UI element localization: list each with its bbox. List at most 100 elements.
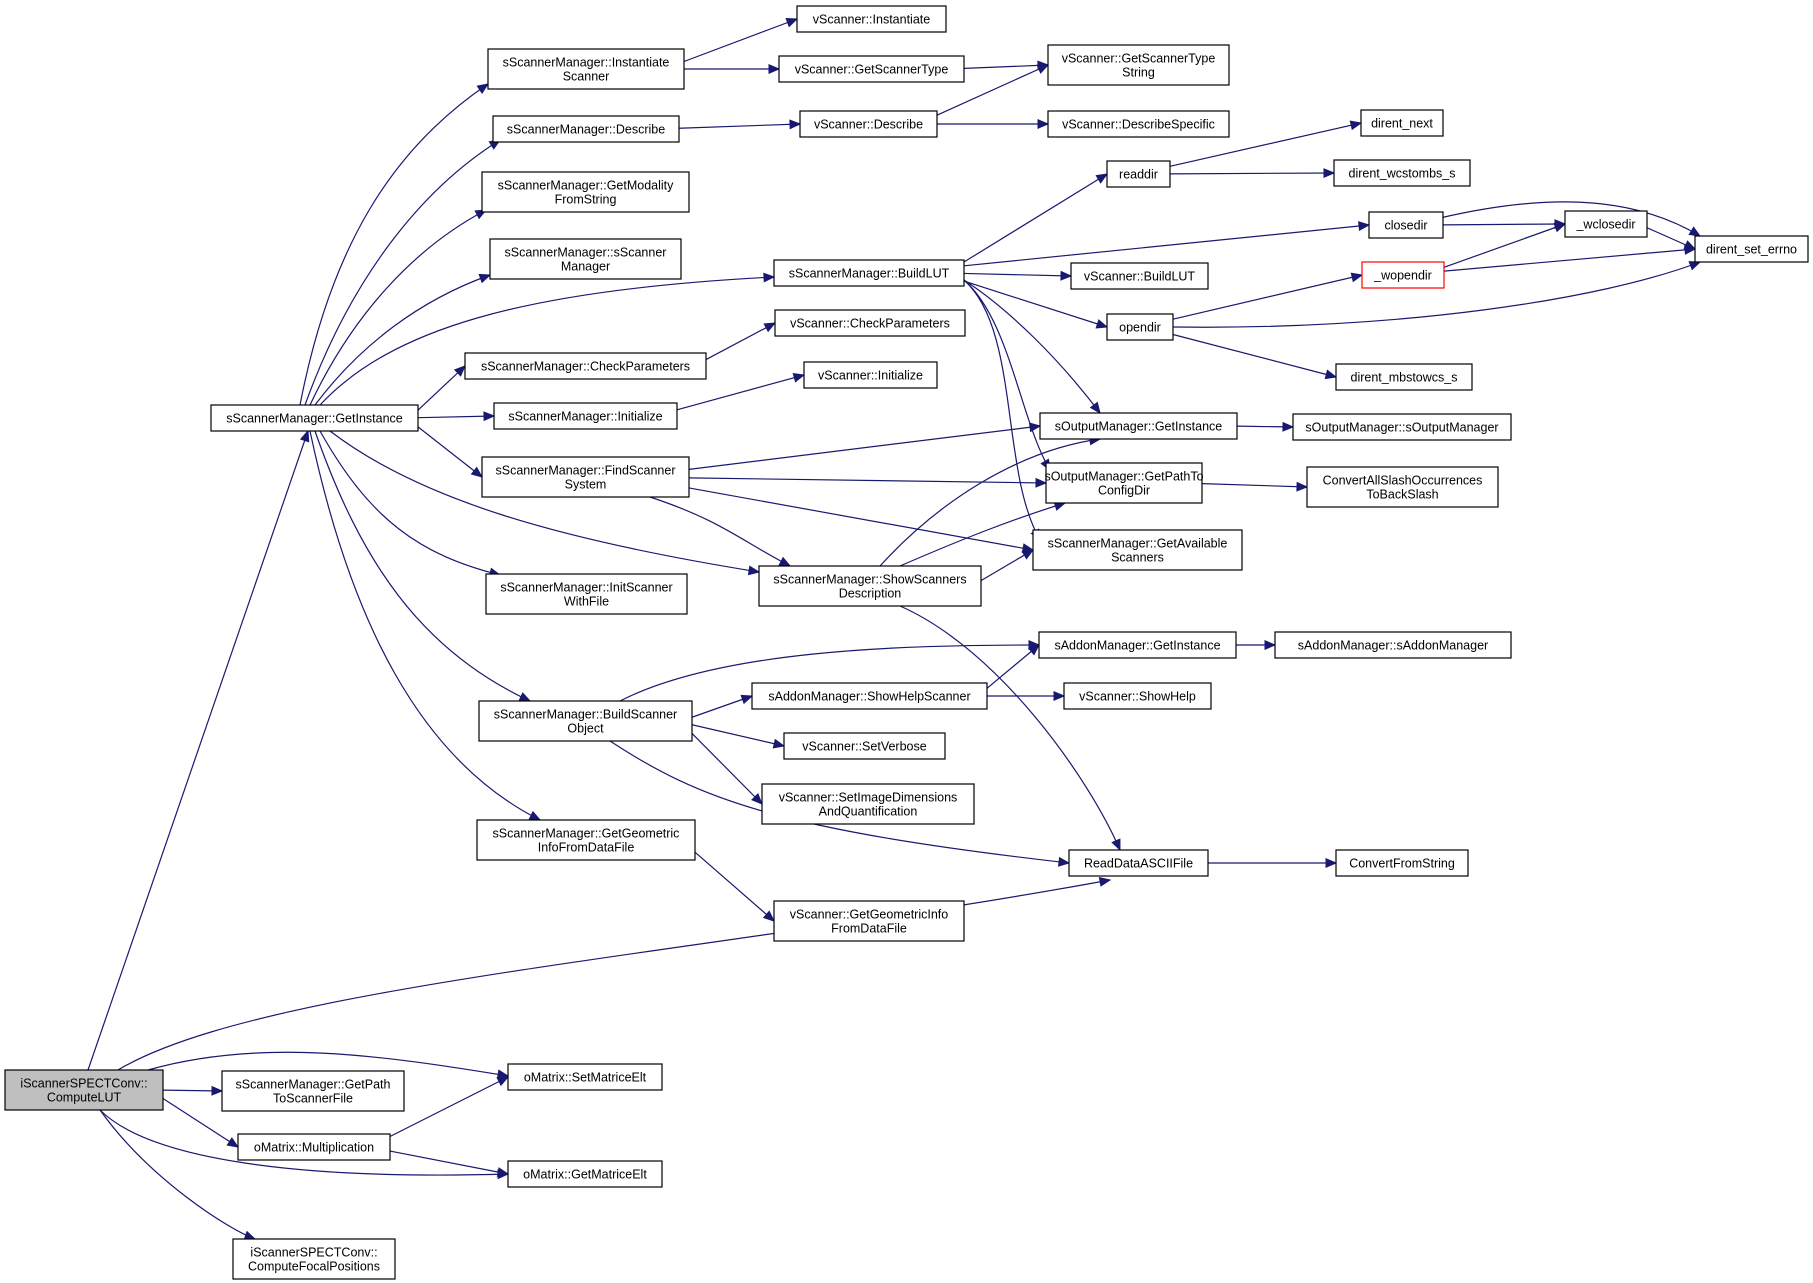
- node-vs-showhelp[interactable]: vScanner::ShowHelp: [1063, 682, 1212, 710]
- node-omgr-getinstance[interactable]: sOutputManager::GetInstance: [1039, 412, 1238, 440]
- node-wclosedir[interactable]: _wclosedir: [1564, 210, 1648, 238]
- node-vs-instantiate[interactable]: vScanner::Instantiate: [796, 5, 947, 33]
- edge-vs_describe-to-vs_getscannertypestring: [936, 64, 1050, 116]
- edge-arrowhead: [1350, 272, 1364, 283]
- node-om-setelt[interactable]: oMatrix::SetMatriceElt: [507, 1063, 663, 1091]
- edge-line: [963, 280, 1108, 328]
- edge-arrowhead: [1036, 64, 1050, 74]
- edge-vs_describe-to-vs_describespecific: [937, 119, 1050, 129]
- node-root[interactable]: iScannerSPECTConv::ComputeLUT: [4, 1069, 164, 1111]
- edge-omgr_getpath-to-convert_slash: [1201, 481, 1309, 492]
- edge-line: [1169, 122, 1362, 167]
- node-smgr-checkparams[interactable]: sScannerManager::CheckParameters: [464, 352, 707, 380]
- edge-arrowhead: [528, 810, 542, 821]
- edge-smgr_getinstance-to-smgr_ctor: [314, 273, 492, 406]
- node-vs-setverbose[interactable]: vScanner::SetVerbose: [783, 732, 946, 760]
- node-vs-checkparams[interactable]: vScanner::CheckParameters: [774, 309, 966, 337]
- node-dirent-mbstowcs[interactable]: dirent_mbstowcs_s: [1335, 363, 1473, 391]
- node-label: ConvertAllSlashOccurrences: [1323, 474, 1483, 488]
- node-label: vScanner::Instantiate: [813, 13, 930, 27]
- edge-line: [705, 322, 776, 361]
- node-vs-buildlut[interactable]: vScanner::BuildLUT: [1070, 262, 1209, 290]
- node-readdataascii[interactable]: ReadDataASCIIFile: [1068, 849, 1209, 877]
- node-label: ComputeFocalPositions: [248, 1260, 380, 1274]
- edge-line: [1201, 483, 1308, 488]
- edge-arrowhead: [785, 18, 799, 28]
- node-om-getelt[interactable]: oMatrix::GetMatriceElt: [507, 1160, 663, 1188]
- edge-line: [389, 1150, 509, 1175]
- node-box: [761, 783, 975, 825]
- node-dirent-wcstombs[interactable]: dirent_wcstombs_s: [1333, 159, 1471, 187]
- node-box: [487, 48, 685, 90]
- edge-smgr_initialize-to-vs_initialize: [676, 373, 806, 411]
- node-omgr-ctor[interactable]: sOutputManager::sOutputManager: [1292, 413, 1512, 441]
- edge-smgr_buildlut-to-omgr_getinstance: [963, 279, 1101, 415]
- edges-layer: [87, 18, 1702, 1241]
- node-vs-initialize[interactable]: vScanner::Initialize: [803, 361, 938, 389]
- node-smgr-initialize[interactable]: sScannerManager::Initialize: [493, 402, 678, 430]
- edge-amgr_showhelp-to-vs_showhelp: [987, 691, 1066, 701]
- node-smgr-getgeometric[interactable]: sScannerManager::GetGeometricInfoFromDat…: [476, 819, 696, 861]
- node-box: [485, 573, 688, 615]
- edge-line: [314, 274, 491, 406]
- edge-arrowhead: [1037, 119, 1050, 129]
- edge-arrowhead: [1358, 221, 1371, 231]
- node-om-mult[interactable]: oMatrix::Multiplication: [237, 1133, 391, 1161]
- node-dirent-set-errno[interactable]: dirent_set_errno: [1694, 235, 1809, 263]
- node-smgr-buildlut[interactable]: sScannerManager::BuildLUT: [773, 259, 965, 287]
- edge-line: [963, 224, 1370, 267]
- node-label: ToScannerFile: [273, 1092, 353, 1106]
- edge-arrowhead: [1688, 261, 1702, 271]
- node-convertfromstring[interactable]: ConvertFromString: [1335, 849, 1469, 877]
- node-box: [758, 565, 982, 607]
- node-box: [778, 55, 965, 83]
- node-box: [773, 900, 965, 942]
- node-smgr-describe[interactable]: sScannerManager::Describe: [492, 115, 680, 143]
- node-readdir[interactable]: readdir: [1106, 160, 1171, 188]
- node-wopendir[interactable]: _wopendir: [1361, 261, 1445, 289]
- node-vs-describespecific[interactable]: vScanner::DescribeSpecific: [1047, 110, 1230, 138]
- edge-arrowhead: [1095, 173, 1109, 184]
- node-isc-focal[interactable]: iScannerSPECTConv::ComputeFocalPositions: [232, 1238, 396, 1280]
- node-closedir[interactable]: closedir: [1368, 211, 1444, 239]
- edge-arrowhead: [751, 793, 763, 805]
- edge-line: [936, 64, 1049, 116]
- node-box: [1306, 466, 1499, 508]
- node-smgr-getinstance[interactable]: sScannerManager::GetInstance: [210, 404, 419, 432]
- edge-arrowhead: [1028, 422, 1042, 433]
- edge-line: [417, 426, 483, 478]
- node-box: [507, 1160, 663, 1188]
- edge-line: [304, 139, 501, 406]
- node-amgr-getinstance[interactable]: sAddonManager::GetInstance: [1038, 631, 1237, 659]
- node-box: [783, 732, 946, 760]
- node-vs-getscannertype[interactable]: vScanner::GetScannerType: [778, 55, 965, 83]
- node-vs-setimagedims[interactable]: vScanner::SetImageDimensionsAndQuantific…: [761, 783, 975, 825]
- edge-arrowhead: [1324, 369, 1338, 380]
- edge-opendir-to-wopendir: [1172, 272, 1364, 320]
- node-box: [210, 404, 419, 432]
- edge-root-to-isc_focal: [99, 1109, 257, 1241]
- node-label: sScannerManager::FindScanner: [496, 464, 676, 478]
- node-label: sScannerManager::BuildLUT: [789, 267, 950, 281]
- node-vs-describe[interactable]: vScanner::Describe: [799, 110, 938, 138]
- edge-line: [314, 430, 531, 702]
- node-box: [1335, 363, 1473, 391]
- node-dirent-next[interactable]: dirent_next: [1360, 109, 1444, 137]
- node-amgr-ctor[interactable]: sAddonManager::sAddonManager: [1274, 631, 1512, 659]
- node-smgr-ctor[interactable]: sScannerManager::sScannerManager: [489, 238, 682, 280]
- node-amgr-showhelp[interactable]: sAddonManager::ShowHelpScanner: [751, 682, 988, 710]
- node-opendir[interactable]: opendir: [1106, 313, 1174, 341]
- edge-smgr_showscanners-to-omgr_getpath: [899, 501, 1067, 567]
